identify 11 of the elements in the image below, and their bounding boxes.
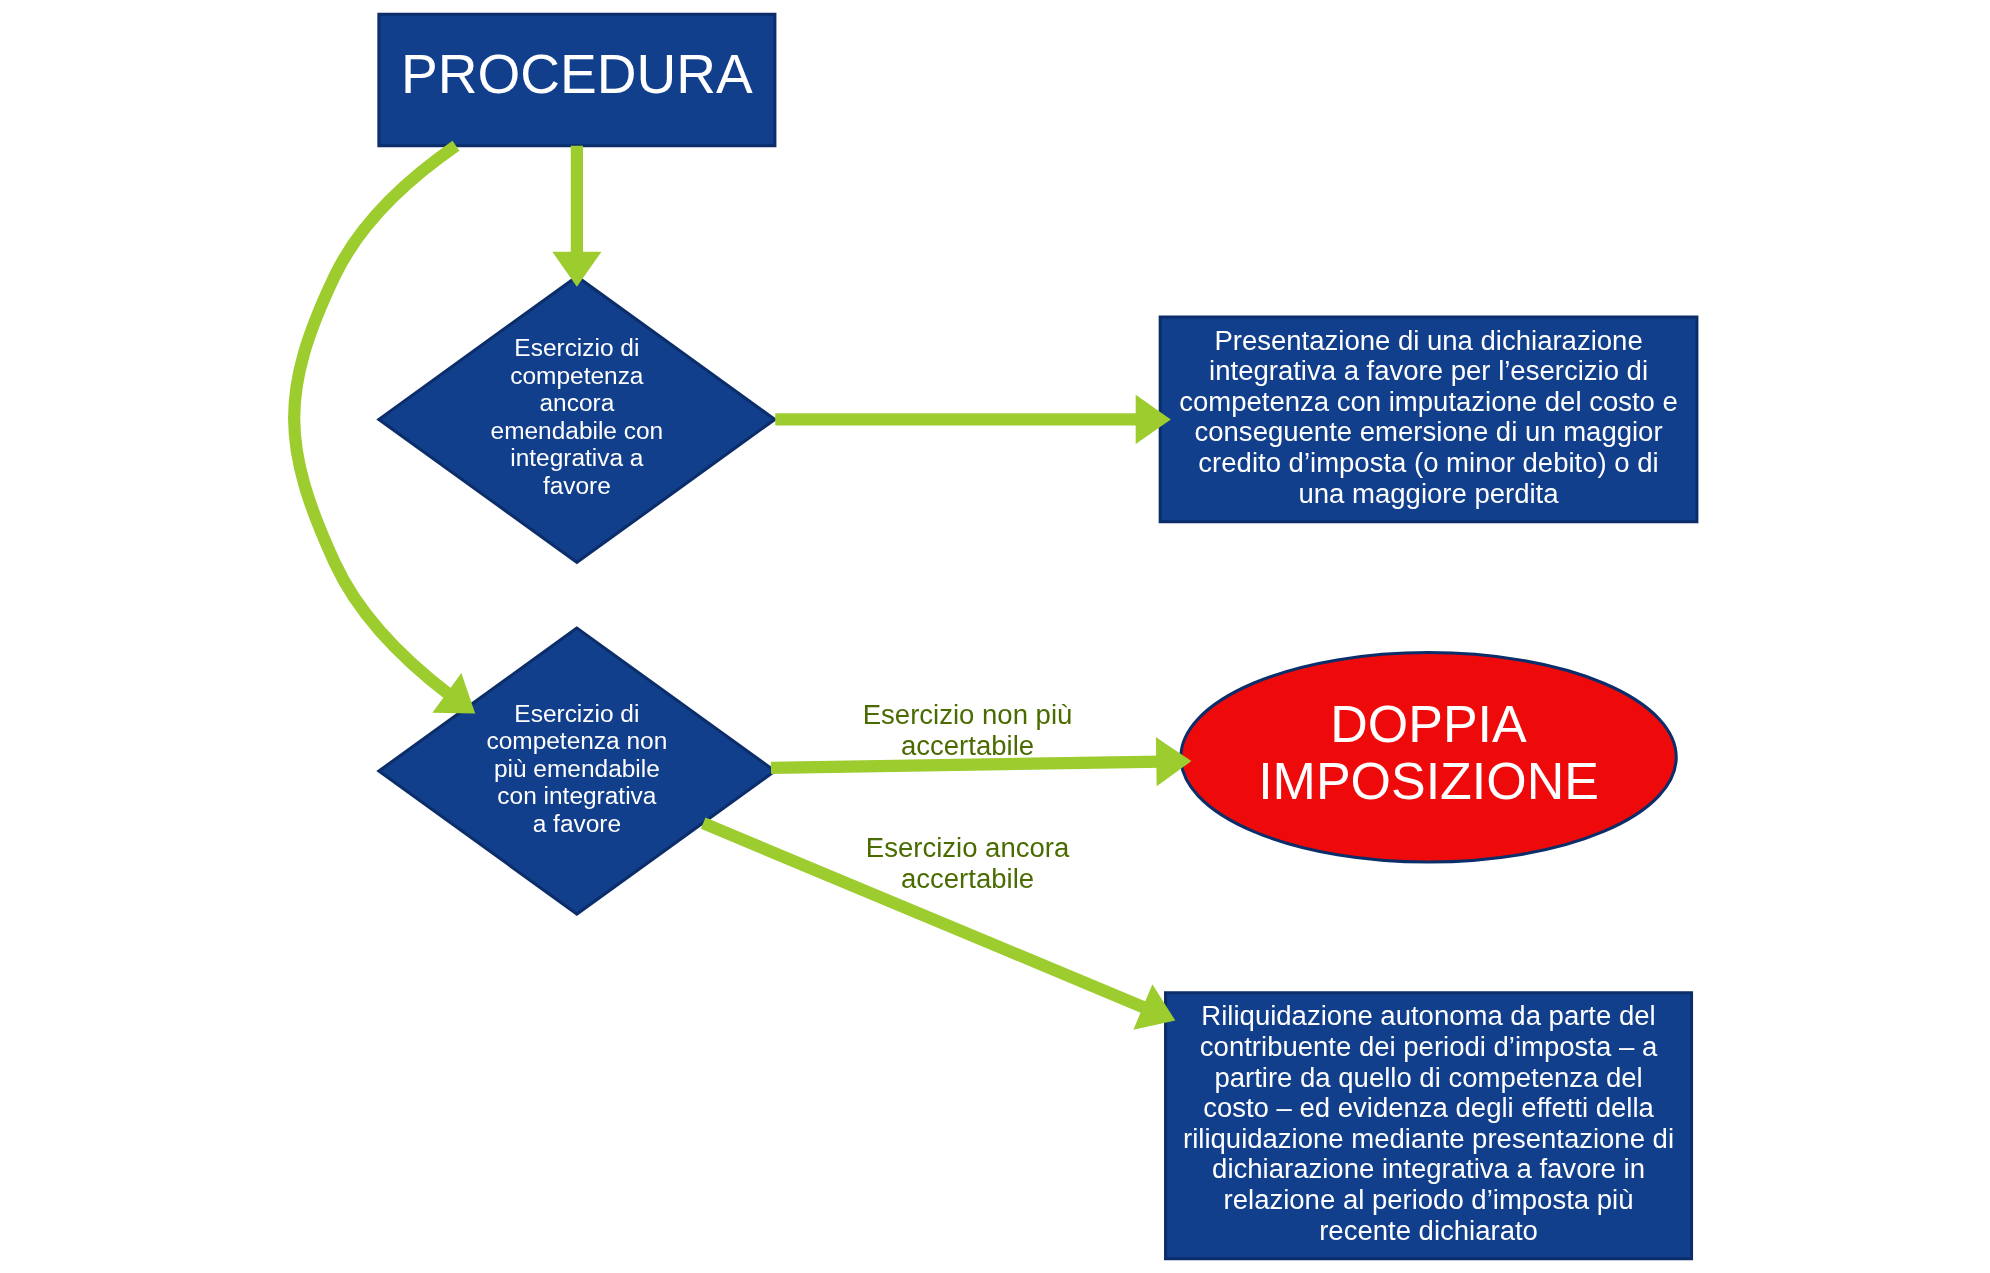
node-box: PROCEDURA: [376, 12, 776, 148]
edge-label: Esercizio non più accertabile: [862, 699, 1072, 761]
node-ellipse: DOPPIA IMPOSIZIONE: [1178, 651, 1678, 864]
arrow: [551, 145, 601, 287]
arrow: [700, 817, 1175, 1030]
edge-label: Esercizio ancora accertabile: [865, 832, 1069, 894]
arrow: [770, 737, 1191, 787]
arrow: [287, 140, 475, 714]
arrow: [774, 394, 1171, 444]
node-box: Presentazione di una dichiarazione integrativa a favore per l’esercizio di competenza con imputazione del costo e conseguente emersione di un maggior credito d’imposta (o minor debito) o di una maggiore perdita: [1158, 315, 1698, 524]
node-box: Riliquidazione autonoma da parte del contribuente dei periodi d’imposta – a partire da quello di competenza del costo – ed evidenza degli effetti della riliquidazione mediante presentazione di dichiarazione integrativa a favore in relazione al periodo d’imposta più recente dichiarato: [1163, 991, 1693, 1261]
